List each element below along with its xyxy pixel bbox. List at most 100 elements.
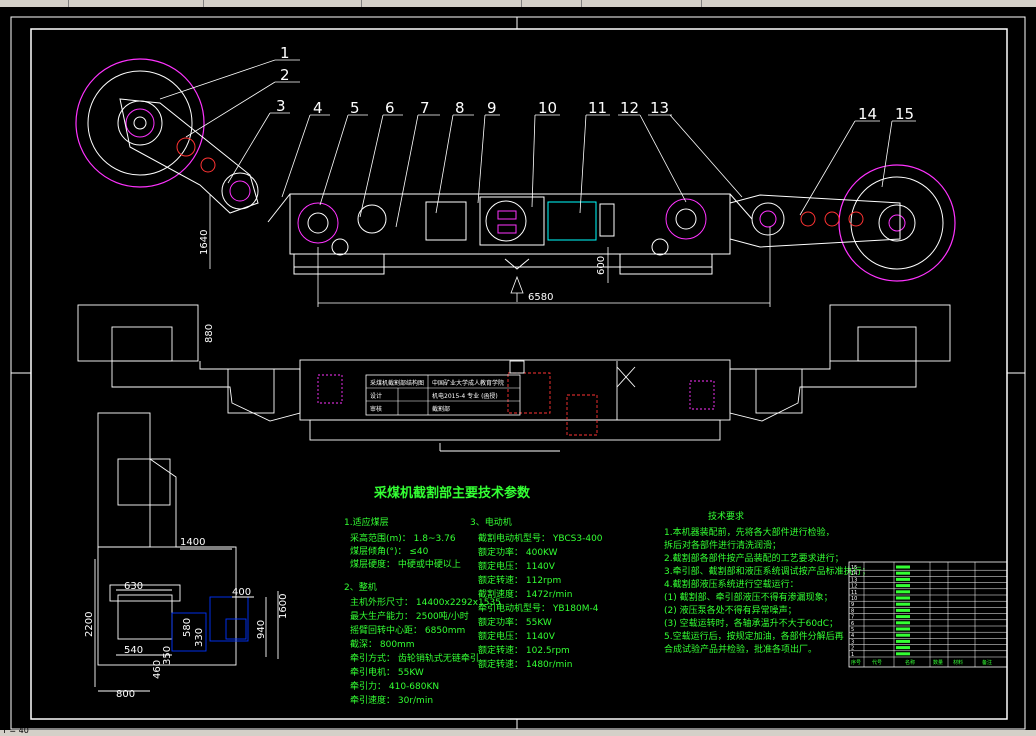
dim-350: 350 (162, 646, 173, 665)
bom-row-number: 8 (851, 608, 854, 614)
parameters-block: 采煤机截割部主要技术参数 1.适应煤层 采高范围(m)： 1.8~3.76 煤层… (344, 485, 603, 706)
balloon-1[interactable]: 1 (280, 44, 290, 62)
dim-460: 460 (152, 660, 163, 679)
params-col2-heading: 3、电动机 (470, 516, 512, 528)
bom-row-name-mark (896, 596, 910, 600)
params-col1b-line-6: 牵引电机： 55KW (350, 666, 424, 678)
toolbar-button-5[interactable] (521, 0, 582, 7)
params-col2-line-1: 截割电动机型号： YBCS3-400 (478, 532, 603, 544)
bom-row-name-mark (896, 602, 910, 606)
bom-row-number: 6 (851, 621, 854, 627)
tech-req-line-10: 合成试验产品并检验，批准各项出厂。 (664, 643, 817, 655)
params-col2-line-8: 额定电压： 1140V (478, 630, 556, 642)
params-col1b-line-3: 摇臂回转中心距： 6850mm (350, 624, 465, 636)
left-drum (75, 58, 205, 188)
bom-row-number: 12 (851, 584, 857, 590)
params-col2-line-5: 截割速度： 1472r/min (478, 588, 572, 600)
dim-540: 540 (124, 645, 143, 656)
params-col2-line-7: 额定功率： 55KW (478, 616, 552, 628)
params-col1-line-3: 煤层硬度： 中硬或中硬以上 (350, 558, 461, 570)
right-drum (838, 164, 956, 282)
bom-row-number: 14 (851, 571, 857, 577)
balloon-11[interactable]: 11 (588, 99, 607, 117)
bom-header-note: 备注 (982, 659, 992, 666)
bom-row-number: 15 (851, 565, 857, 571)
params-col1-line-2: 煤层倾角(°)： ≤40 (350, 545, 429, 557)
toolbar-button-2[interactable] (68, 0, 204, 7)
bom-row-number: 5 (851, 627, 854, 633)
plan-label-2a: 设计 (370, 392, 382, 400)
dim-2200: 2200 (84, 612, 95, 637)
bom-row-name-mark (896, 608, 910, 612)
toolbar-button-6[interactable] (581, 0, 702, 7)
params-col2-line-2: 额定功率： 400KW (478, 546, 558, 558)
bom-row-number: 11 (851, 590, 857, 596)
tech-req-title: 技术要求 (708, 510, 744, 522)
bom-header-code: 代号 (872, 659, 882, 666)
balloon-3[interactable]: 3 (276, 97, 286, 115)
params-col1b-line-2: 最大生产能力： 2500吨/小时 (350, 610, 469, 622)
bom-row-name-mark (896, 565, 910, 569)
bom-header-qty: 数量 (933, 659, 943, 666)
side-view (94, 412, 279, 692)
balloon-9[interactable]: 9 (487, 99, 497, 117)
bom-row-name-mark (896, 584, 910, 588)
dim-1600: 1600 (278, 594, 289, 619)
bom-row-name-mark (896, 571, 910, 575)
bom-row-number: 3 (851, 639, 854, 645)
balloon-labels: 1 2 3 4 5 6 7 8 9 10 11 12 13 14 15 (276, 44, 914, 123)
balloon-2[interactable]: 2 (280, 66, 290, 84)
elevation-view (75, 58, 956, 282)
balloon-12[interactable]: 12 (620, 99, 639, 117)
plan-label-1a: 采煤机截割部结构图 (370, 379, 424, 387)
params-col2-line-3: 额定电压： 1140V (478, 560, 556, 572)
dim-6580: 6580 (528, 292, 553, 303)
plan-label-3a: 审核 (370, 405, 382, 413)
elevation-dimensions (209, 194, 771, 307)
bom-row-number: 4 (851, 633, 854, 639)
toolbar-button-3[interactable] (203, 0, 362, 7)
tech-req-line-1: 1.本机器装配前，先将各大部件进行检验， (664, 526, 835, 538)
status-bar: Y = 40 (0, 726, 1036, 736)
bom-row-number: 2 (851, 646, 854, 652)
bom-row-name-mark (896, 621, 910, 625)
dim-940: 940 (256, 620, 267, 639)
dim-580: 580 (182, 618, 193, 637)
tech-req-line-7: (2) 液压泵各处不得有异常噪声； (664, 604, 797, 616)
bom-row-name-mark (896, 646, 910, 650)
balloon-4[interactable]: 4 (313, 99, 323, 117)
dim-800: 800 (116, 689, 135, 700)
params-col1b-line-1: 主机外形尺寸： 14400x2292x1535 (350, 596, 501, 608)
bom-row-name-mark (896, 615, 910, 619)
toolbar-button-1[interactable] (0, 0, 69, 7)
dim-600: 600 (596, 256, 607, 275)
bom-row-name-mark (896, 577, 910, 581)
toolbar-button-4[interactable] (361, 0, 522, 7)
balloon-15[interactable]: 15 (895, 105, 914, 123)
tech-req-line-3: 2.截割部各部件按产品装配的工艺要求进行； (664, 552, 844, 564)
balloon-5[interactable]: 5 (350, 99, 360, 117)
params-col1-heading: 1.适应煤层 (344, 516, 389, 528)
tech-requirements: 技术要求 1.本机器装配前，先将各大部件进行检验， 拆后对各部件进行清洗润滑； … (664, 510, 871, 655)
params-col1b-line-7: 牵引力： 410-680KN (350, 680, 439, 692)
bom-row-number: 7 (851, 615, 854, 621)
tech-req-line-5: 4.截割部液压系统进行空载运行： (664, 578, 799, 590)
dim-330: 330 (194, 628, 205, 647)
balloon-6[interactable]: 6 (385, 99, 395, 117)
dim-400: 400 (232, 587, 251, 598)
balloon-13[interactable]: 13 (650, 99, 669, 117)
plan-label-1b: 中国矿业大学成人教育学院 (432, 379, 504, 387)
balloon-10[interactable]: 10 (538, 99, 557, 117)
params-col1-line-1: 采高范围(m)： 1.8~3.76 (350, 532, 456, 544)
params-col1b-line-5: 牵引方式： 齿轮销轨式无链牵引 (350, 652, 479, 664)
bom-header-no: 序号 (851, 659, 861, 666)
balloon-14[interactable]: 14 (858, 105, 877, 123)
drawing-canvas[interactable]: 1 2 3 4 5 6 7 8 9 10 11 12 13 14 15 1640 (0, 7, 1036, 731)
balloon-7[interactable]: 7 (420, 99, 430, 117)
left-ranging-arm (119, 98, 259, 214)
params-col2-line-9: 额定转速： 102.5rpm (478, 644, 570, 656)
bom-row-name-mark (896, 590, 910, 594)
balloon-8[interactable]: 8 (455, 99, 465, 117)
params-title: 采煤机截割部主要技术参数 (373, 485, 531, 501)
